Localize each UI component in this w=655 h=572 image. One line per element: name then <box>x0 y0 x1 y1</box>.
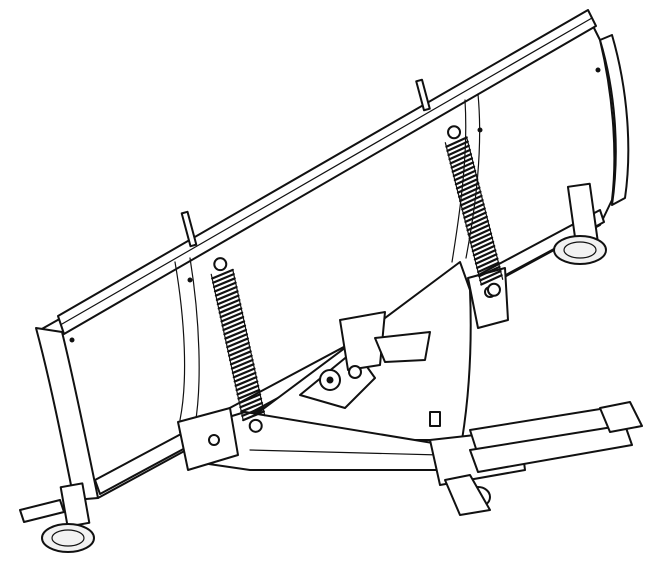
hitch-receiver <box>444 401 643 516</box>
spring-outline <box>210 273 244 421</box>
pivot-mechanism <box>299 311 441 427</box>
spring-coil <box>226 337 249 349</box>
spring-coil <box>466 219 489 232</box>
spring-coil <box>473 249 497 261</box>
spring-coil <box>237 388 261 400</box>
spring-coil <box>464 211 487 224</box>
spring-1 <box>210 257 266 433</box>
spring-coil <box>227 341 250 353</box>
spring-coil <box>215 290 239 302</box>
spring-hook-top <box>447 125 462 140</box>
spring-coil <box>239 397 263 409</box>
spring-coil <box>475 257 499 269</box>
spring-coil <box>221 315 245 327</box>
spring-coil <box>223 324 247 336</box>
spring-coil <box>235 380 259 392</box>
spring-coil <box>465 215 488 228</box>
spring-coil <box>446 140 469 153</box>
spring-coil <box>214 285 238 297</box>
spring-coil <box>453 169 477 182</box>
spring-coil <box>233 371 257 383</box>
spring-coil <box>242 410 265 422</box>
spring-pegs <box>180 78 431 248</box>
spring-coil <box>449 153 473 165</box>
spring-coil <box>468 228 492 240</box>
spring-hook-bottom <box>486 282 501 297</box>
spring-coil <box>462 203 485 215</box>
spring-coil <box>240 401 264 413</box>
spring-coil <box>452 165 476 178</box>
spring-coil <box>234 376 258 387</box>
spring-coil <box>213 281 237 293</box>
spring-coil <box>470 236 494 249</box>
spring-coil <box>454 173 478 186</box>
spring-coil <box>219 307 243 319</box>
spring-coil <box>228 350 252 362</box>
spring-coil <box>220 311 244 323</box>
spring-coil <box>222 320 246 332</box>
spring-coil <box>230 358 254 370</box>
spring-coil <box>474 253 498 265</box>
spring-coil <box>460 194 483 207</box>
spring-coil <box>477 261 500 274</box>
spring-hook-bottom <box>248 418 263 433</box>
skid-shoe-left <box>19 482 95 553</box>
spring-coil <box>472 244 496 257</box>
spring-coil <box>461 198 484 211</box>
spring-outline <box>466 136 504 280</box>
spring-coil <box>231 363 255 375</box>
spring-coil <box>469 232 493 244</box>
blade-right-end <box>599 34 630 206</box>
spring-coil <box>478 265 501 278</box>
spring-outline <box>444 142 482 286</box>
spring-coil <box>212 277 236 289</box>
spring-coil <box>211 268 234 280</box>
spring-coil <box>479 269 502 282</box>
spring-coil <box>448 148 471 161</box>
spring-coil <box>455 178 479 190</box>
skid-shoe-right <box>553 182 607 265</box>
spring-hook-top <box>213 257 228 272</box>
spring-coil <box>463 207 486 219</box>
spring-coil <box>216 294 240 306</box>
spring-coil <box>211 273 235 284</box>
spring-coil <box>232 367 256 379</box>
spring-coil <box>450 157 474 169</box>
spring-coil <box>471 240 495 253</box>
spring-coil <box>451 161 475 173</box>
springs-group <box>210 125 504 433</box>
spring-coil <box>225 333 249 344</box>
spring-coil <box>456 182 480 194</box>
spring-coil <box>445 136 468 148</box>
spring-coil <box>241 406 265 417</box>
spring-coil <box>457 186 481 198</box>
blade-top-rail <box>57 9 597 335</box>
spring-coil <box>217 298 241 310</box>
spring-coil <box>447 144 470 157</box>
spring-outline <box>232 269 266 417</box>
spring-brackets <box>177 267 509 471</box>
spring-coil <box>236 384 260 396</box>
spring-coil <box>218 303 242 314</box>
spring-coil <box>227 346 251 357</box>
spring-coil <box>238 393 262 405</box>
blade-left-end <box>35 327 99 501</box>
spring-2 <box>444 125 504 297</box>
spring-coil <box>224 328 248 340</box>
spring-coil <box>459 190 482 203</box>
spring-coil <box>229 354 253 366</box>
spring-coil <box>480 274 503 286</box>
spring-coil <box>467 224 491 236</box>
